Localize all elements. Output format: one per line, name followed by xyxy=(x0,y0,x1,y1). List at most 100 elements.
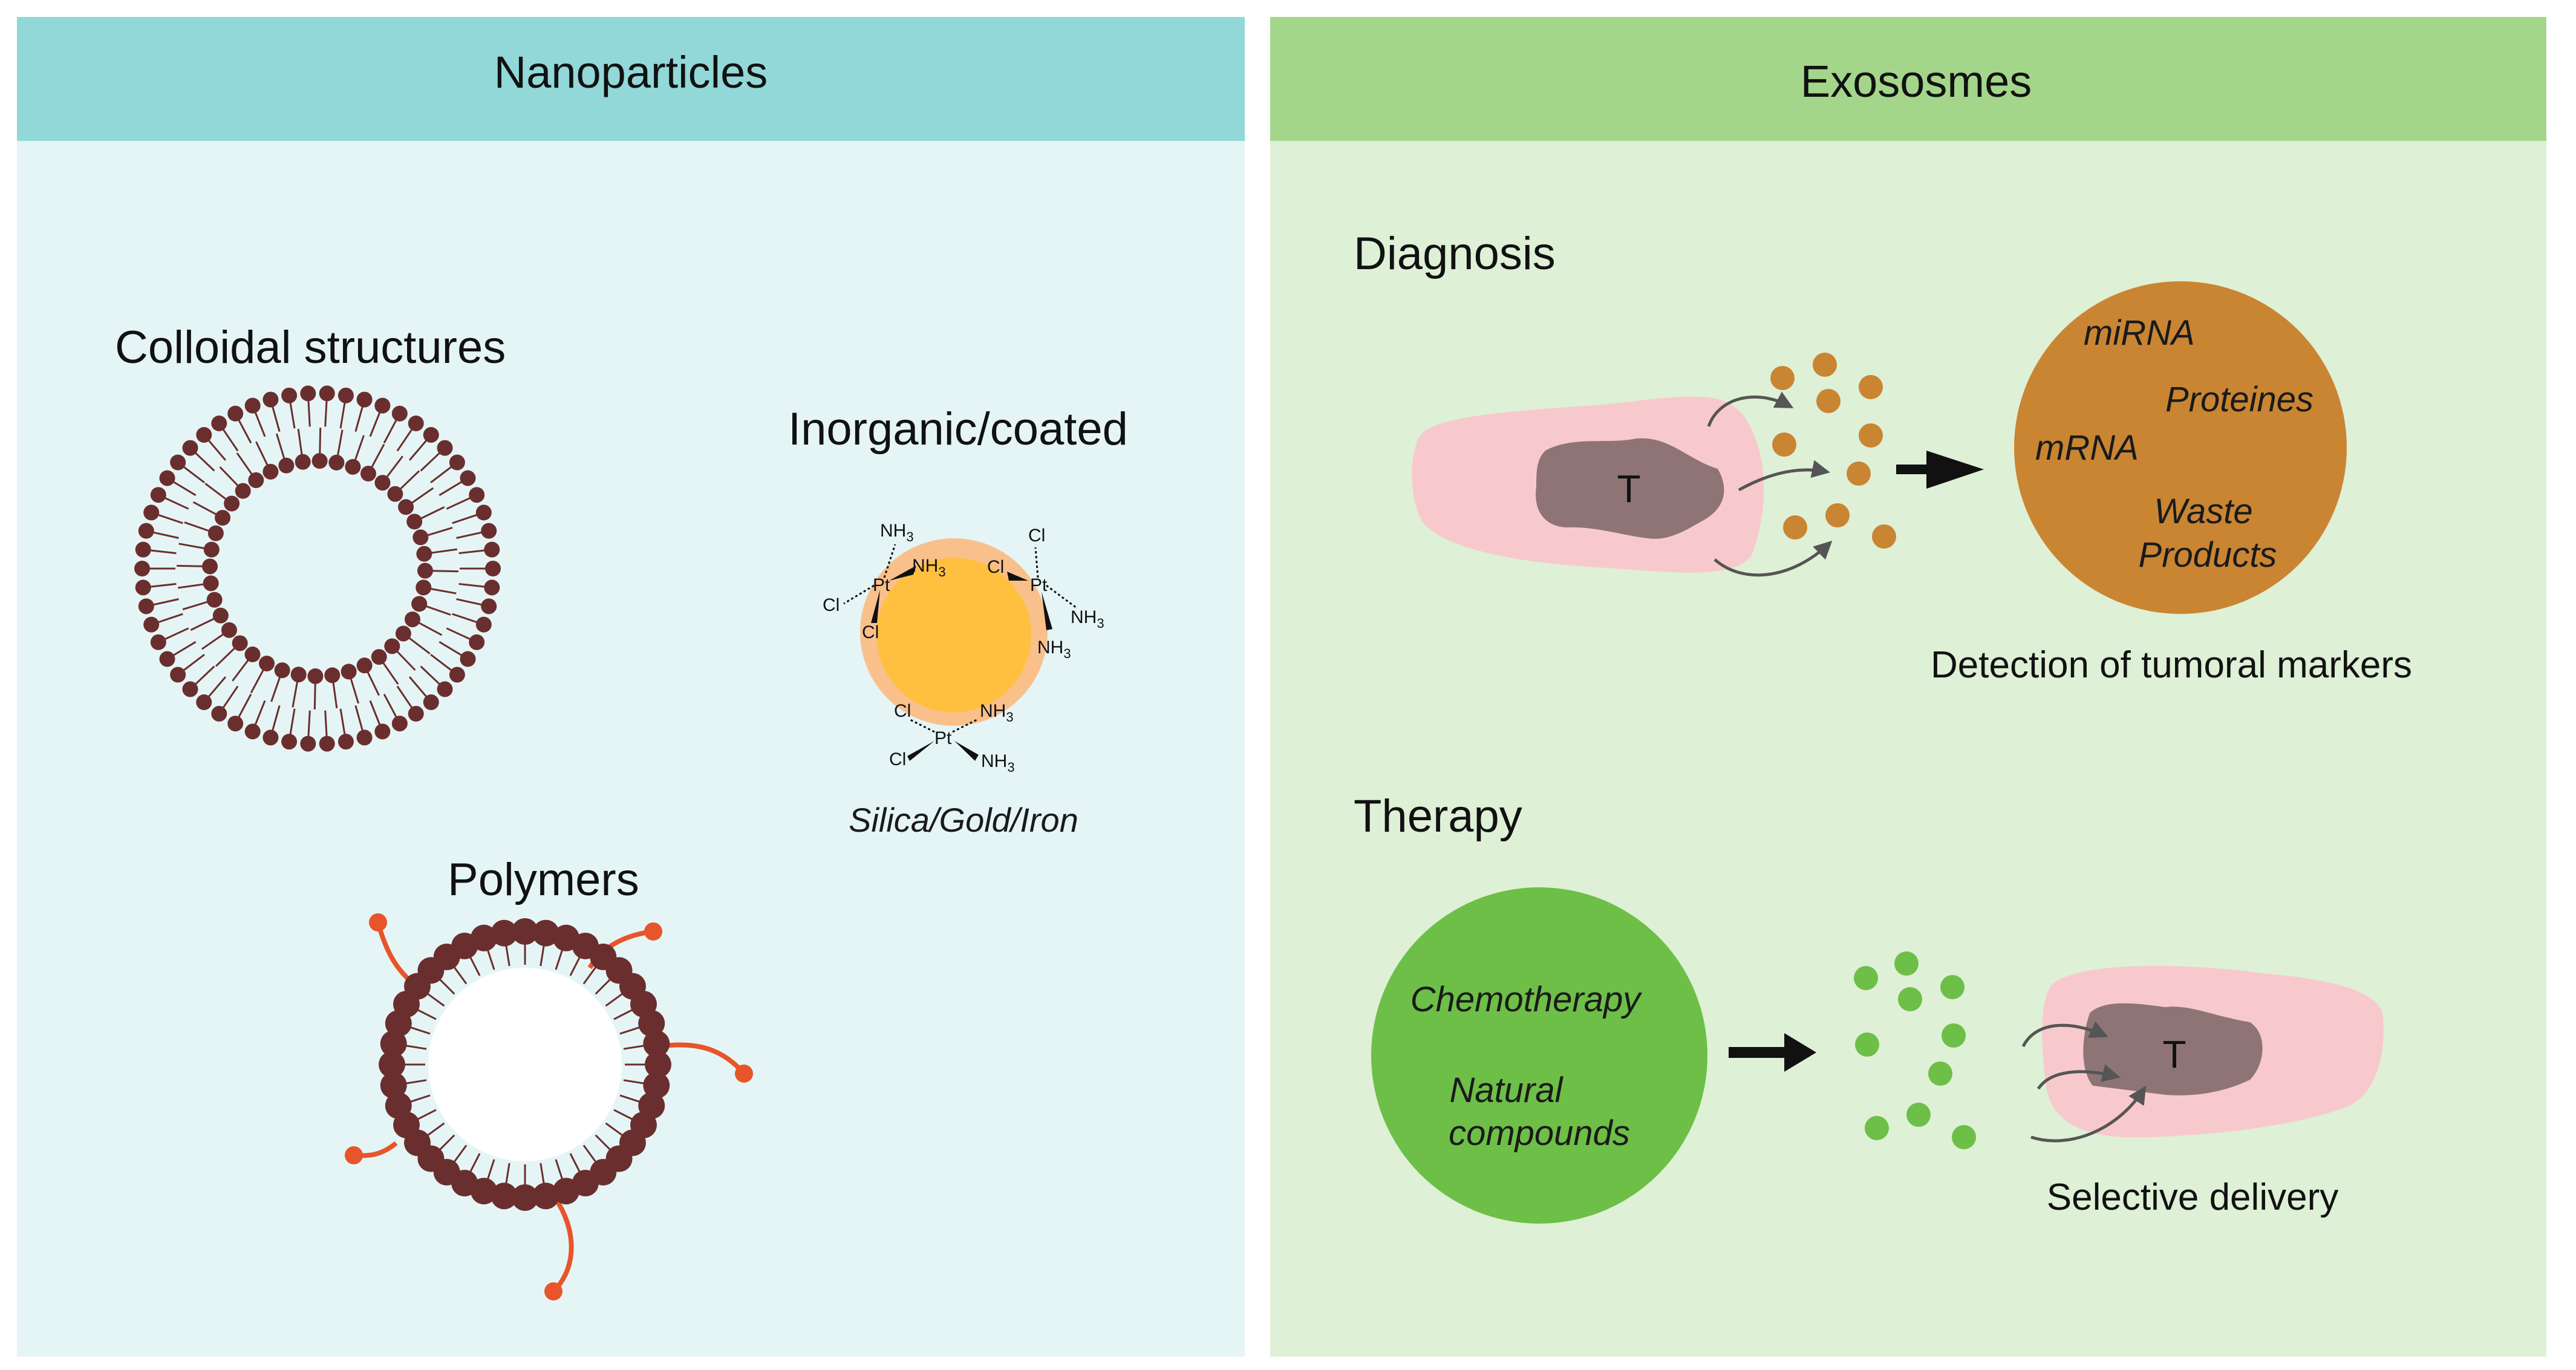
lipid-head xyxy=(182,440,198,456)
lipid-head xyxy=(221,622,237,638)
release-arrow xyxy=(1707,391,1794,427)
agent-chemotherapy: Chemotherapy xyxy=(1410,980,1642,1019)
diagnosis-tumor-label: T xyxy=(1617,467,1640,510)
lipid-head xyxy=(475,504,492,521)
lipid-head xyxy=(159,651,175,667)
polymer-end xyxy=(544,1282,562,1300)
inorganic-nanoparticle: Pt NH3 NH3 Cl Cl Pt Cl Cl NH3 NH3 xyxy=(823,521,1104,775)
polymer-end xyxy=(345,1146,363,1164)
lipid-head xyxy=(371,649,387,665)
lipid-head xyxy=(150,487,166,503)
lipid-head xyxy=(374,475,391,491)
therapy-arrow xyxy=(1729,1033,1816,1072)
lipid-head xyxy=(512,918,538,945)
exosome-dot xyxy=(1942,1023,1966,1048)
nanoparticles-panel: Nanoparticles Colloidal structures Inorg… xyxy=(17,17,1245,1357)
marker-products: Products xyxy=(2139,535,2277,575)
lipid-head xyxy=(360,466,376,482)
lipid-head xyxy=(532,1182,559,1210)
lipid-head xyxy=(416,546,432,562)
lipid-head xyxy=(645,1051,671,1078)
lipid-head xyxy=(300,385,316,402)
lipid-head xyxy=(356,391,373,408)
svg-text:Cl: Cl xyxy=(987,557,1004,577)
lipid-head xyxy=(202,558,218,575)
marker-mrna: mRNA xyxy=(2035,428,2139,468)
marker-waste: Waste xyxy=(2154,492,2252,531)
exosome-dot xyxy=(1854,966,1878,990)
lipid-head xyxy=(437,681,453,697)
lipid-head xyxy=(380,1030,407,1057)
lipid-head xyxy=(196,694,212,711)
lipid-head xyxy=(406,514,423,530)
lipid-head xyxy=(203,541,220,558)
lipid-head xyxy=(475,616,492,633)
exosome-dot xyxy=(1816,389,1841,413)
lipid-head xyxy=(203,575,219,592)
lipid-head xyxy=(374,397,391,414)
lipid-head xyxy=(143,504,160,521)
svg-text:NH3: NH3 xyxy=(1071,607,1104,631)
lipid-head xyxy=(374,723,391,740)
exosome-dot xyxy=(1847,462,1871,486)
lipid-head xyxy=(135,579,151,596)
lipid-head xyxy=(449,667,465,683)
lipid-head xyxy=(278,457,295,474)
lipid-head xyxy=(328,454,345,471)
exosome-dot xyxy=(1825,503,1850,527)
lipid-head xyxy=(391,405,408,422)
lipid-head xyxy=(379,1051,405,1078)
exosome-dots xyxy=(1770,353,1896,549)
delivery-arrow xyxy=(2030,1085,2147,1143)
lipid-head xyxy=(207,525,224,541)
lipid-head xyxy=(259,655,275,671)
lipid-head xyxy=(449,454,465,471)
lipid-head xyxy=(481,598,497,615)
exosome-dot xyxy=(1772,432,1796,457)
lipid-head xyxy=(262,391,279,408)
lipid-head xyxy=(244,397,261,414)
delivery-arrow xyxy=(2021,1021,2108,1048)
exosome-dot xyxy=(1928,1062,1952,1086)
diagnosis-arrow xyxy=(1896,451,1984,489)
lipid-head xyxy=(643,1030,670,1057)
lipid-head xyxy=(385,1092,412,1119)
colloidal-label: Colloidal structures xyxy=(115,322,506,373)
svg-text:Pt: Pt xyxy=(1030,575,1048,595)
lipid-head xyxy=(485,561,501,576)
lipid-head xyxy=(138,598,154,615)
therapy-agents-circle xyxy=(1371,887,1707,1224)
lipid-head xyxy=(481,523,497,539)
polymer-end xyxy=(369,913,387,931)
lipid-head xyxy=(244,646,261,662)
lipid-head xyxy=(416,579,432,596)
polymer-end xyxy=(735,1065,753,1083)
svg-text:NH3: NH3 xyxy=(880,521,914,544)
exosome-dot xyxy=(1898,987,1922,1011)
lipid-head xyxy=(324,667,341,683)
lipid-head xyxy=(212,607,229,624)
lipid-head xyxy=(411,596,428,612)
lipid-head xyxy=(484,579,500,596)
svg-text:Pt: Pt xyxy=(873,575,890,595)
lipid-head xyxy=(274,662,290,679)
svg-text:Cl: Cl xyxy=(823,595,840,615)
inorganic-label: Inorganic/coated xyxy=(788,403,1128,455)
exosome-dot xyxy=(1770,366,1795,390)
inorganic-caption: Silica/Gold/Iron xyxy=(849,801,1078,839)
lipid-head xyxy=(384,638,400,654)
svg-text:NH3: NH3 xyxy=(981,751,1015,775)
svg-text:NH3: NH3 xyxy=(912,556,946,579)
lipid-head xyxy=(408,706,424,722)
lipid-head xyxy=(404,611,420,627)
lipid-head xyxy=(423,426,439,443)
gold-core xyxy=(876,558,1031,713)
lipid-head xyxy=(319,385,335,402)
lipid-head xyxy=(484,541,500,558)
agent-natural: Natural xyxy=(1450,1071,1564,1110)
right-panel-title: Exososmes xyxy=(1801,56,2032,106)
diagnosis-caption: Detection of tumoral markers xyxy=(1931,644,2412,686)
lipid-head xyxy=(244,723,261,740)
exosome-dot xyxy=(1940,975,1965,999)
lipid-head xyxy=(395,625,411,642)
